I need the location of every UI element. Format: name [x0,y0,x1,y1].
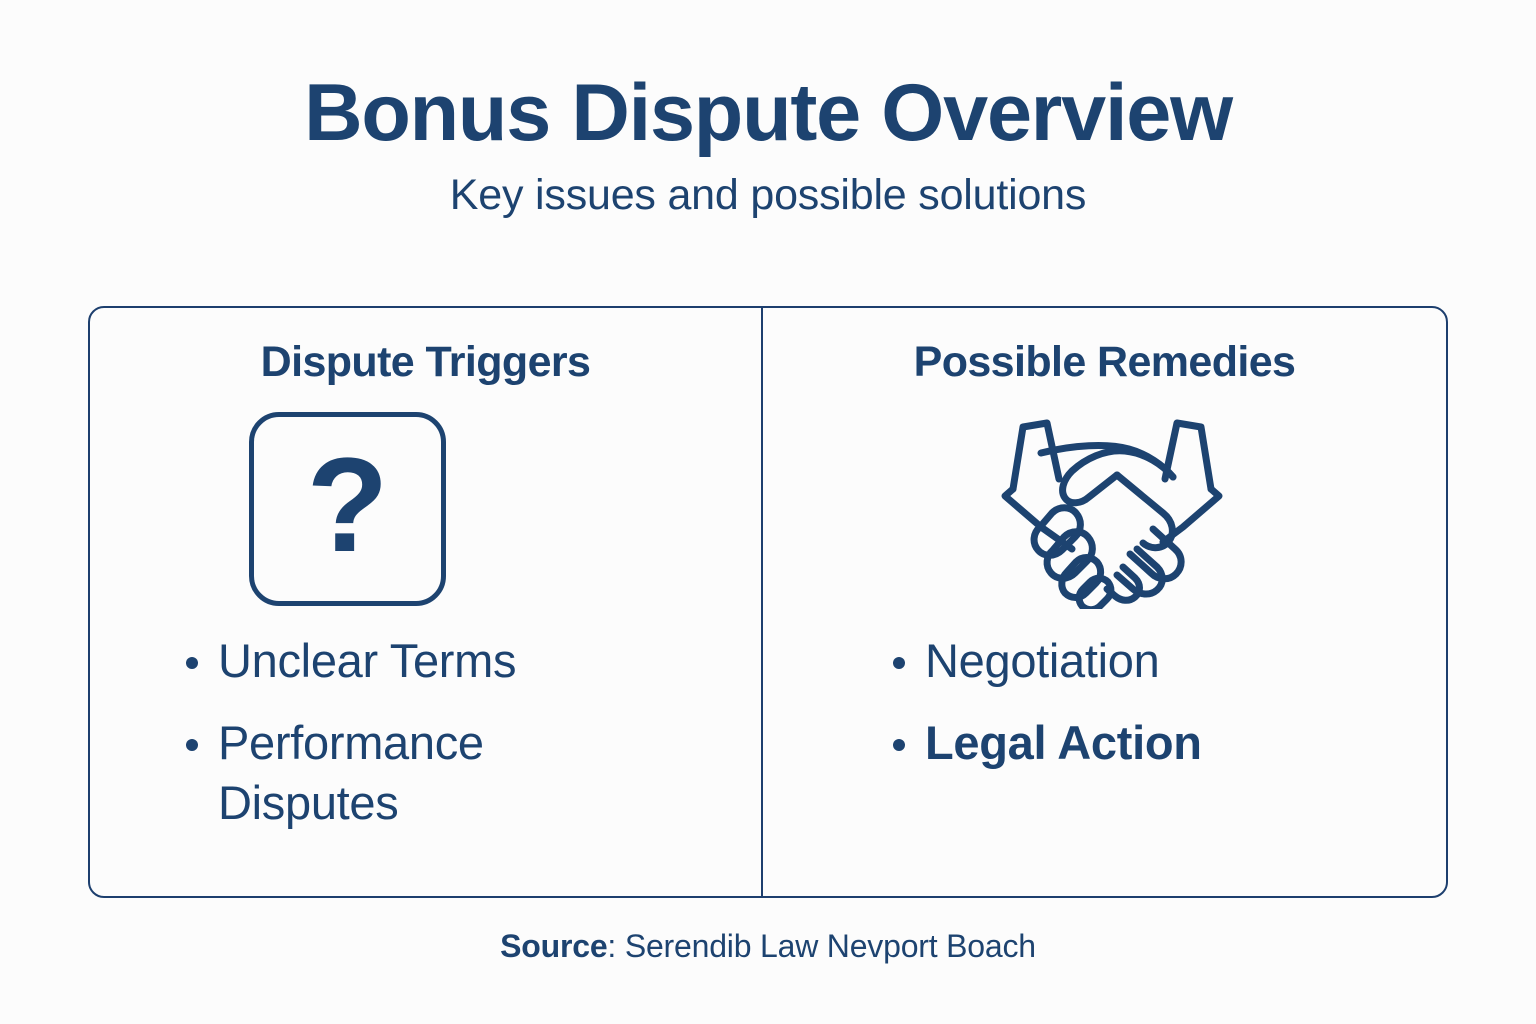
bullet-list-possible-remedies: Negotiation Legal Action [763,631,1446,773]
list-item-label: Negotiation [925,634,1160,688]
list-item-label: Legal Action [925,716,1202,770]
page-title: Bonus Dispute Overview [304,68,1233,158]
source-separator: : [607,928,625,964]
column-heading-possible-remedies: Possible Remedies [913,338,1296,386]
list-item: Performance Disputes [186,713,761,833]
bullet-dot-icon [186,739,198,752]
comparison-card: Dispute Triggers ? Unclear Terms Perform… [88,306,1448,898]
source-note: Source: Serendib Law Nevport Boach [0,928,1536,965]
list-item-label: Unclear Terms [218,634,517,688]
list-item: Unclear Terms [186,631,761,691]
bullet-list-dispute-triggers: Unclear Terms Performance Disputes [90,631,761,833]
list-item: Legal Action [893,713,1202,773]
handshake-icon [1001,419,1222,610]
column-dispute-triggers: Dispute Triggers ? Unclear Terms Perform… [90,308,761,896]
list-item-label: Performance Disputes [218,716,484,830]
question-mark-glyph: ? [306,431,389,581]
source-label: Source [500,928,608,964]
bullet-dot-icon [893,739,905,752]
bullet-dot-icon [893,657,905,670]
question-mark-box-icon: ? [249,412,446,607]
bullet-dot-icon [186,657,198,670]
column-possible-remedies: Possible Remedies [761,308,1446,896]
column-heading-dispute-triggers: Dispute Triggers [260,338,591,386]
icon-slot-left: ? [249,409,446,609]
list-item: Negotiation [893,631,1160,691]
header-block: Bonus Dispute Overview Key issues and po… [0,72,1536,219]
icon-slot-right [967,409,1257,610]
page-subtitle: Key issues and possible solutions [449,170,1087,219]
source-value: Serendib Law Nevport Boach [624,928,1036,964]
